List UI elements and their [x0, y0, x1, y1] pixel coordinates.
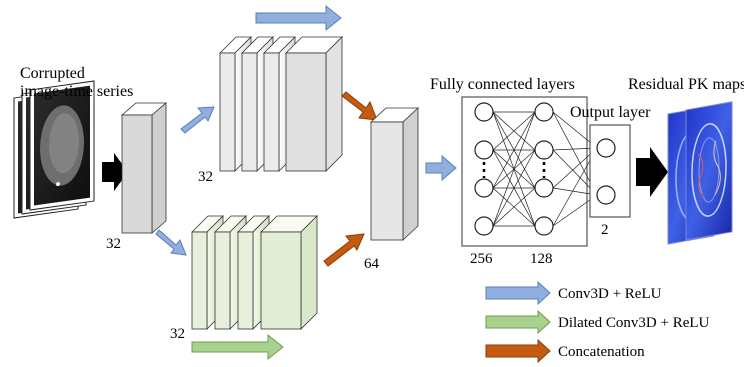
input-flow-arrow — [102, 153, 128, 191]
lower-branch-arrow — [155, 229, 187, 256]
concat-feature-map — [369, 107, 420, 241]
lower-dilated-conv-arrow — [191, 333, 284, 361]
output-nodes — [596, 138, 616, 205]
fc-ellipsis-marks — [482, 162, 546, 178]
upper-branch-arrow — [180, 106, 215, 134]
fc-title: Fully connected layers — [430, 76, 575, 93]
legend: Conv3D + ReLU Dilated Conv3D + ReLU Conc… — [485, 280, 710, 364]
fc-second-layer-size: 128 — [530, 251, 553, 267]
input-title-line1: Corrupted — [20, 65, 85, 82]
upper-branch-channels-label: 32 — [198, 169, 213, 185]
legend-item-conv: Conv3D + ReLU — [485, 280, 662, 306]
result-title: Residual PK maps — [628, 76, 744, 93]
concat-channels-label: 64 — [364, 256, 380, 272]
legend-concat-swatch — [485, 338, 551, 364]
lower-branch-channels-label: 32 — [170, 326, 185, 342]
output-title: Output layer — [570, 104, 651, 121]
upper-branch-stack — [219, 36, 343, 172]
input-title-line2: image-time series — [20, 83, 133, 100]
input-feature-map — [120, 102, 168, 234]
fc-first-layer-size: 256 — [470, 251, 493, 267]
output-nodes-count: 2 — [601, 222, 609, 238]
lower-branch-stack — [191, 215, 318, 330]
legend-concat-label: Concatenation — [558, 344, 645, 360]
legend-conv-label: Conv3D + ReLU — [558, 286, 662, 302]
lower-concat-arrow — [323, 233, 365, 267]
upper-conv-arrow — [255, 4, 342, 32]
input-channels-label: 32 — [106, 236, 121, 252]
legend-item-dilated: Dilated Conv3D + ReLU — [485, 309, 710, 335]
legend-item-concat: Concatenation — [485, 338, 645, 364]
fc-connections — [492, 111, 598, 227]
fc-input-arrow — [425, 154, 457, 182]
residual-pk-maps — [667, 101, 733, 245]
output-flow-arrow — [636, 147, 668, 197]
legend-conv-swatch — [485, 280, 551, 306]
legend-dilated-label: Dilated Conv3D + ReLU — [558, 315, 710, 331]
fc-nodes — [474, 102, 554, 236]
legend-dilated-swatch — [485, 309, 551, 335]
input-image-stack — [13, 80, 95, 219]
upper-concat-arrow — [341, 91, 378, 121]
